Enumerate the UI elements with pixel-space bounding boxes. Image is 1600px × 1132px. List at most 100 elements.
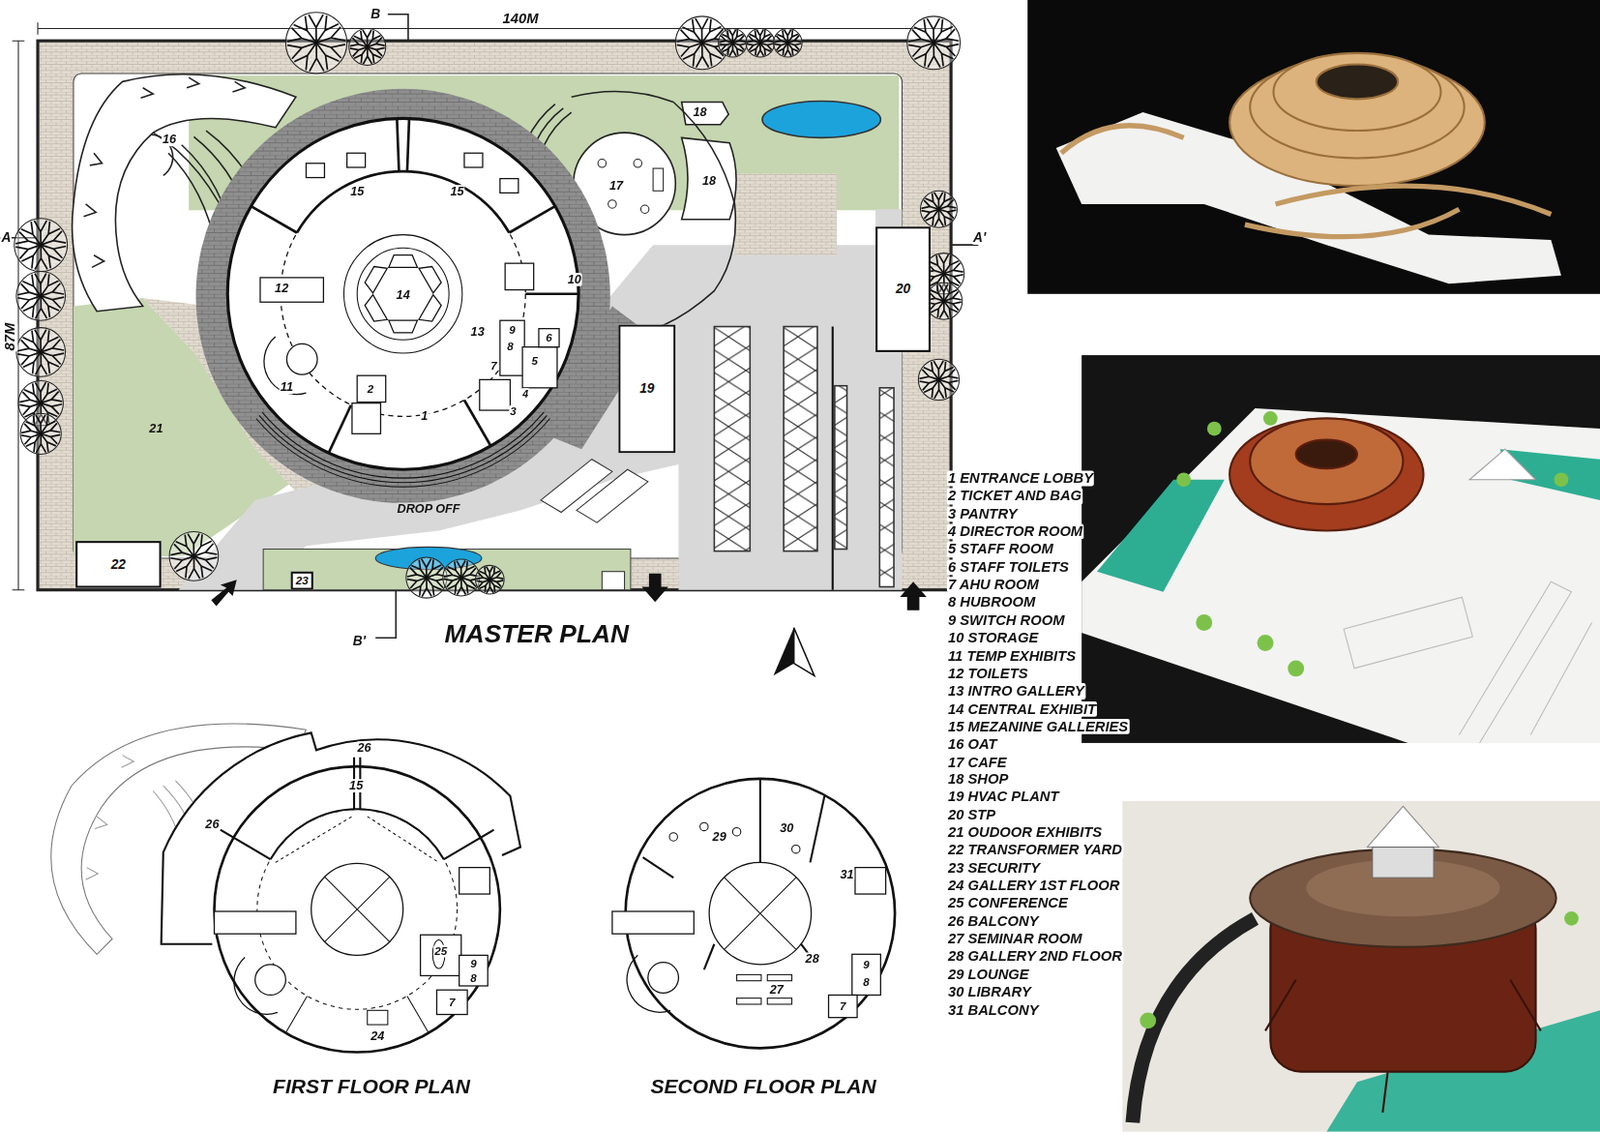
callout-number: 18 — [701, 175, 717, 189]
tree — [919, 190, 957, 228]
callout-number: 22 — [111, 557, 126, 572]
tree — [16, 327, 66, 378]
annotation: B — [369, 6, 382, 22]
callout-number: 28 — [804, 952, 821, 967]
key-entry: 19 HVAC PLANT — [947, 789, 1061, 805]
callout-number: 9 — [507, 323, 517, 336]
callout-number: 8 — [469, 971, 478, 984]
key-entry: 15 MEZANINE GALLERIES — [947, 718, 1129, 735]
key-entry: 28 GALLERY 2ND FLOOR — [947, 948, 1124, 965]
callout-number: 15 — [348, 778, 364, 793]
callout-number: 23 — [296, 574, 309, 588]
key-entry: 10 STORAGE — [947, 629, 1039, 646]
callout-number: 29 — [711, 829, 728, 844]
callout-number: 31 — [838, 867, 855, 882]
tree — [20, 413, 61, 454]
key-entry: 4 DIRECTOR ROOM — [947, 524, 1084, 540]
key-entry: 11 TEMP EXHIBITS — [947, 648, 1077, 664]
callout-number: 11 — [279, 381, 295, 395]
key-entry: 13 INTRO GALLERY — [947, 682, 1086, 699]
callout-number: 8 — [505, 339, 515, 353]
callout-number: 1 — [419, 409, 429, 423]
callout-number: 9 — [861, 957, 871, 971]
callout-number: 18 — [692, 105, 709, 119]
callout-number: 2 — [366, 383, 376, 396]
key-entry: 24 GALLERY 1ST FLOOR — [947, 878, 1122, 894]
callout-number: 10 — [566, 272, 583, 287]
tree — [16, 271, 66, 322]
dimensions — [0, 14, 978, 639]
callout-number: 13 — [470, 325, 486, 340]
callout-number: 15 — [448, 184, 465, 199]
site — [37, 40, 951, 676]
model-photo-2 — [1081, 355, 1600, 743]
key-entry: 12 TOILETS — [947, 665, 1030, 682]
callout-number: 16 — [161, 133, 178, 148]
key-entry: 14 CENTRAL EXHIBIT — [947, 701, 1097, 717]
key-entry: 21 OUDOOR EXHIBITS — [947, 825, 1103, 841]
key-entry: 7 AHU ROOM — [947, 576, 1040, 593]
first-floor-plan — [51, 723, 521, 1053]
callout-number: 7 — [838, 1000, 848, 1013]
key-entry: 25 CONFERENCE — [947, 895, 1069, 912]
tree — [349, 29, 386, 66]
callout-number: 17 — [608, 178, 624, 193]
tree — [773, 29, 803, 59]
callout-number: 12 — [273, 282, 290, 297]
key-entry: 20 STP — [947, 806, 997, 823]
callout-number: 26 — [204, 817, 220, 831]
tree — [907, 16, 961, 70]
annotation: A — [0, 230, 12, 245]
callout-number: 30 — [778, 822, 795, 836]
callout-number: 7 — [447, 995, 457, 1008]
plan-title: FIRST FLOOR PLAN — [271, 1074, 472, 1097]
key-entry: 16 OAT — [947, 736, 999, 752]
key-entry: 6 STAFF TOILETS — [947, 559, 1070, 575]
key-entry: 2 TICKET AND BAG — [947, 488, 1083, 504]
key-entry: 3 PANTRY — [947, 505, 1019, 522]
site-block: 20 — [875, 226, 931, 353]
annotation: 87M — [1, 322, 18, 353]
site-block: 19 — [618, 324, 676, 453]
tree — [285, 12, 347, 74]
tree — [169, 532, 219, 582]
site-block: 23 — [291, 571, 314, 591]
model-photo-3 — [1122, 800, 1600, 1132]
callout-number: 20 — [895, 282, 911, 297]
callout-number: 9 — [469, 956, 478, 970]
tree — [406, 557, 447, 598]
key-entry: 9 SWITCH ROOM — [947, 612, 1067, 628]
key-entry: 23 SECURITY — [947, 859, 1041, 876]
callout-number: 5 — [530, 354, 539, 367]
key-entry: 18 SHOP — [947, 771, 1009, 788]
callout-number: 26 — [355, 740, 372, 755]
key-entry: 26 BALCONY — [947, 913, 1040, 929]
key-entry: 8 HUBROOM — [947, 594, 1037, 611]
tree — [475, 564, 505, 594]
callout-number: 19 — [639, 381, 654, 396]
key-entry: 1 ENTRANCE LOBBY — [947, 471, 1095, 487]
callout-number: 7 — [489, 358, 499, 372]
callout-number: 4 — [521, 387, 530, 400]
second-floor-plan — [612, 778, 895, 1048]
callout-number: 21 — [148, 421, 164, 436]
key-entry: 29 LOUNGE — [947, 966, 1031, 982]
callout-number: 3 — [508, 405, 518, 418]
callout-number: 27 — [769, 982, 785, 997]
annotation: B' — [352, 633, 367, 649]
key-entry: 27 SEMINAR ROOM — [947, 930, 1084, 947]
key-entry: 22 TRANSFORMER YARD — [947, 842, 1124, 859]
site-block: 22 — [75, 540, 162, 589]
callout-number: 8 — [861, 975, 871, 988]
key-entry: 30 LIBRARY — [947, 983, 1033, 1000]
key-entry: 31 BALCONY — [947, 1002, 1040, 1018]
key-entry: 17 CAFE — [947, 753, 1008, 770]
model-photo-1 — [1027, 0, 1600, 295]
callout-number: 6 — [544, 331, 554, 345]
tree — [443, 559, 480, 596]
callout-number: 14 — [395, 289, 412, 303]
annotation: 140M — [501, 10, 539, 27]
annotation: DROP OFF — [396, 502, 462, 516]
tree — [718, 29, 748, 59]
